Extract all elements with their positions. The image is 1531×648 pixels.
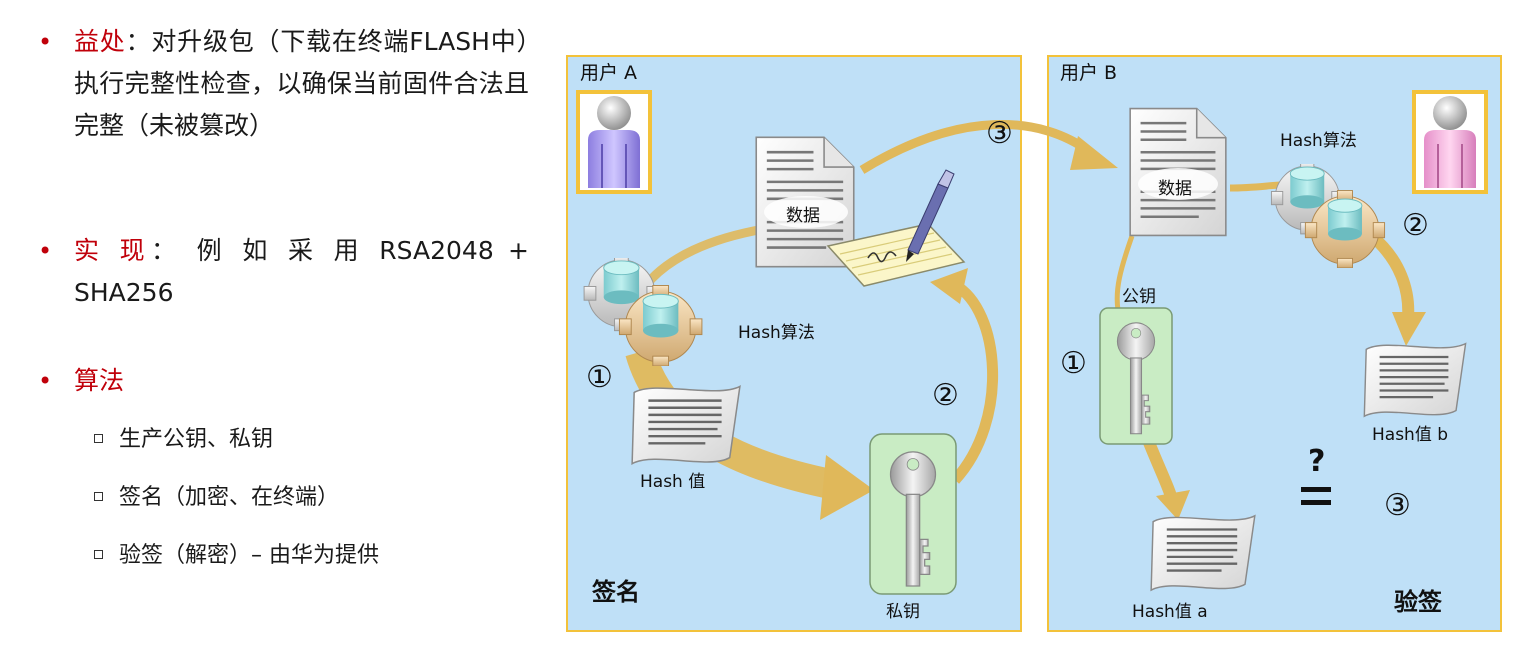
bullet-implementation-body: 例 如 采 用 RSA2048 + SHA256 — [74, 236, 529, 307]
signature-pad-icon — [826, 223, 966, 287]
public-key-label: 公钥 — [1122, 287, 1156, 307]
step3-marker: ③ — [986, 116, 1013, 151]
pen-icon — [906, 169, 955, 262]
hash-algorithm-label-b: Hash算法 — [1280, 131, 1357, 151]
step3-marker-b: ③ — [1384, 488, 1411, 523]
arrow-key-to-signature — [930, 268, 998, 484]
bullet-algorithm-text: 算法 — [74, 360, 529, 402]
step1-marker-b: ① — [1060, 346, 1087, 381]
sub-item: 签名（加密、在终端） — [94, 482, 514, 514]
bullet-algorithm-head: 算法 — [74, 366, 125, 395]
arrow-key-to-hash-a — [1142, 437, 1190, 520]
verify-title: 验签 — [1394, 588, 1442, 616]
step2-marker-a: ② — [932, 378, 959, 413]
question-mark: ? — [1308, 444, 1326, 479]
bullet-sep: ： — [125, 27, 152, 56]
square-bullet-icon — [94, 491, 103, 501]
hash-algorithm-gears-icon — [583, 258, 703, 366]
hash-b-label: Hash值 b — [1372, 425, 1449, 445]
hash-algorithm-label-a: Hash算法 — [738, 323, 815, 343]
bullet-implementation-text: 实 现： 例 如 采 用 RSA2048 + SHA256 — [74, 230, 529, 314]
arrow-send-to-user-b — [859, 119, 1118, 174]
sub-item: 验签（解密）– 由华为提供 — [94, 540, 514, 572]
square-bullet-icon — [94, 549, 103, 559]
bullet-dot: • — [38, 28, 53, 56]
sign-title: 签名 — [592, 578, 640, 606]
sub-item: 生产公钥、私钥 — [94, 424, 514, 456]
bullet-sep: ： — [151, 236, 183, 265]
user-a-icon — [576, 90, 652, 194]
hash-algorithm-gears-b-icon — [1270, 164, 1386, 268]
bullet-benefit-body: 对升级包（下载在终端FLASH中）执行完整性检查，以确保当前固件合法且完整（未被… — [74, 27, 529, 140]
hash-value-label-a: Hash 值 — [640, 472, 706, 492]
user-a-label: 用户 A — [580, 62, 638, 84]
sub-item-text: 验签（解密）– 由华为提供 — [119, 543, 379, 568]
hash-a-label: Hash值 a — [1132, 602, 1208, 622]
bullet-dot: • — [38, 237, 53, 265]
data-label-a: 数据 — [786, 206, 820, 226]
bullet-benefit-text: 益处：对升级包（下载在终端FLASH中）执行完整性检查，以确保当前固件合法且完整… — [74, 21, 529, 147]
private-key-label: 私钥 — [886, 602, 920, 622]
square-bullet-icon — [94, 433, 103, 443]
hash-b-scroll-icon — [1363, 342, 1467, 418]
step2-marker-b: ② — [1402, 208, 1429, 243]
step1-marker-a: ① — [586, 360, 613, 395]
user-b-icon — [1412, 90, 1488, 194]
public-key-icon — [1099, 307, 1173, 445]
hash-a-scroll-icon — [1149, 514, 1257, 592]
arrow-gears-to-hash-b — [1367, 231, 1426, 346]
bullet-benefit-head: 益处 — [74, 27, 126, 56]
arrow-data-to-key-b — [1114, 235, 1135, 311]
sub-item-text: 签名（加密、在终端） — [119, 485, 340, 510]
private-key-icon — [869, 433, 957, 595]
bullet-dot: • — [38, 367, 53, 395]
data-label-b: 数据 — [1158, 179, 1192, 199]
sub-item-text: 生产公钥、私钥 — [119, 427, 274, 452]
bullet-implementation-head: 实 现 — [74, 236, 152, 265]
user-b-label: 用户 B — [1060, 62, 1118, 84]
equals-sign — [1301, 487, 1331, 505]
hash-value-scroll-icon — [630, 385, 742, 465]
